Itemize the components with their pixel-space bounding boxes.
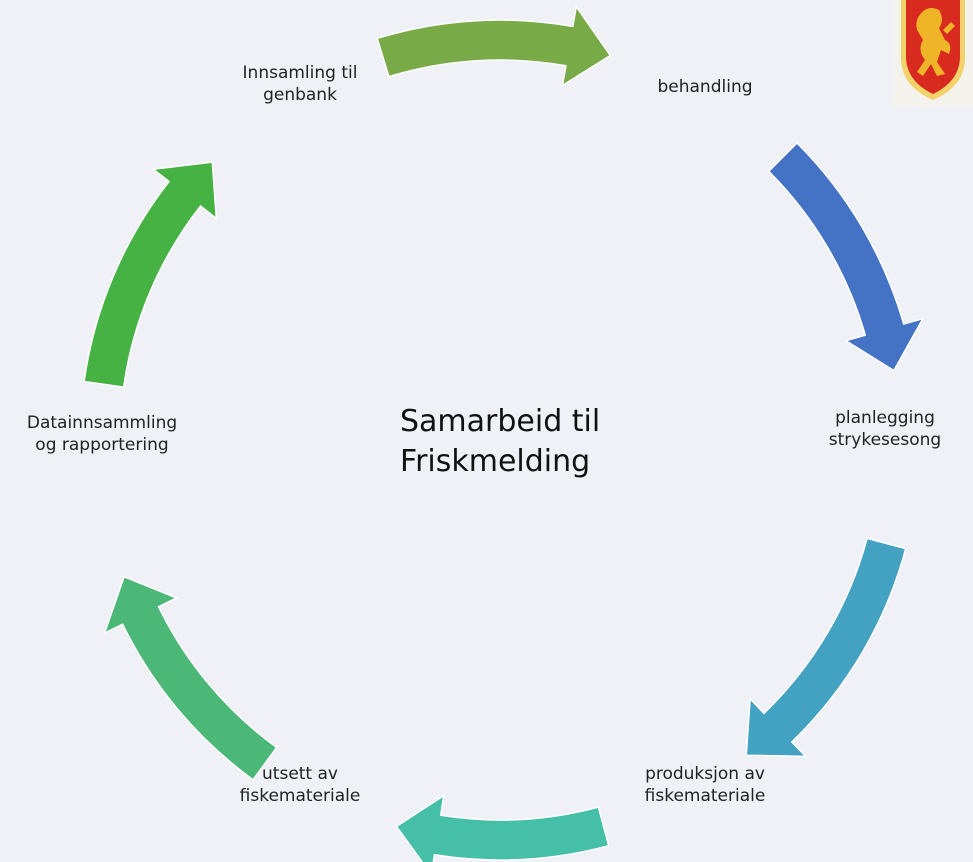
center-title: Samarbeid til Friskmelding [400,402,600,482]
stage-behandling-line-1: behandling [657,77,753,97]
stage-produksjon-line-2: fiskemateriale [644,786,766,806]
stage-innsamling-line-1: Innsamling til [242,63,358,83]
arrow-behandling-to-planlegging [767,141,925,372]
stage-innsamling-line-2: genbank [263,85,337,105]
center-title-line-2: Friskmelding [400,444,591,479]
arrow-produksjon-to-utsett [395,794,610,862]
stage-produksjon: produksjon av fiskemateriale [605,763,805,807]
arrow-utsett-to-datainnsamling [103,575,278,781]
stage-planlegging-line-1: planlegging [835,408,935,428]
stage-utsett-line-2: fiskemateriale [239,786,361,806]
stage-utsett-line-1: utsett av [262,764,338,784]
stage-datainnsamling-line-1: Datainnsammling [26,413,178,433]
stage-innsamling: Innsamling til genbank [200,62,400,106]
coat-of-arms-lion-icon [893,0,973,107]
stage-produksjon-line-1: produksjon av [645,764,765,784]
arrow-datainnsamling-to-innsamling [83,161,218,388]
arrow-innsamling-to-behandling [376,4,612,88]
arrow-planlegging-to-produksjon [745,537,907,758]
stage-planlegging: planlegging strykesesong [800,407,970,451]
stage-planlegging-line-2: strykesesong [828,430,942,450]
stage-behandling: behandling [610,76,800,98]
center-title-line-1: Samarbeid til [400,404,601,439]
arrow-layer [83,4,925,862]
stage-datainnsamling: Datainnsammling og rapportering [2,412,202,456]
stage-datainnsamling-line-2: og rapportering [35,435,169,455]
stage-utsett: utsett av fiskemateriale [200,763,400,807]
